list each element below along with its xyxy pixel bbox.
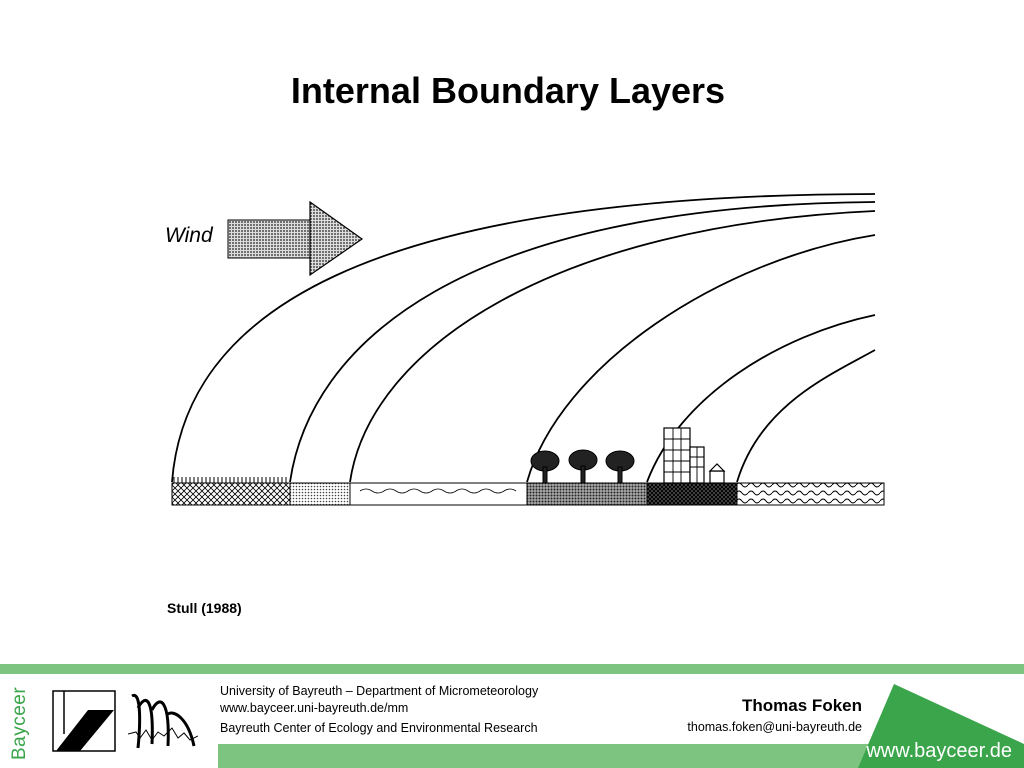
micrometeorology-logo-icon xyxy=(52,690,116,752)
footer-green-bar xyxy=(0,664,1024,674)
website-link[interactable]: www.bayceer.de xyxy=(866,740,1012,762)
center-line: Bayreuth Center of Ecology and Environme… xyxy=(220,721,538,735)
buildings-icon xyxy=(663,427,726,484)
wind-arrow-icon xyxy=(227,200,364,277)
url-link[interactable]: www.bayceer.uni-bayreuth.de/mm xyxy=(220,701,409,715)
corner-green-triangle xyxy=(858,684,1024,768)
slide-title: Internal Boundary Layers xyxy=(290,70,726,111)
citation: Stull (1988) xyxy=(167,600,242,616)
boundary-layer-diagram xyxy=(171,193,885,506)
author-name: Thomas Foken xyxy=(742,696,862,715)
author-email-link[interactable]: thomas.foken@uni-bayreuth.de xyxy=(687,720,862,734)
surface-strip xyxy=(171,477,885,506)
m-signature-logo-icon xyxy=(128,694,198,749)
trees-icon xyxy=(530,449,635,484)
boundary-layer-curves xyxy=(171,193,876,483)
university-line: University of Bayreuth – Department of M… xyxy=(220,684,539,698)
wind-label: Wind xyxy=(165,224,213,247)
bayceer-logo-vertical: Bayceer xyxy=(9,686,30,760)
